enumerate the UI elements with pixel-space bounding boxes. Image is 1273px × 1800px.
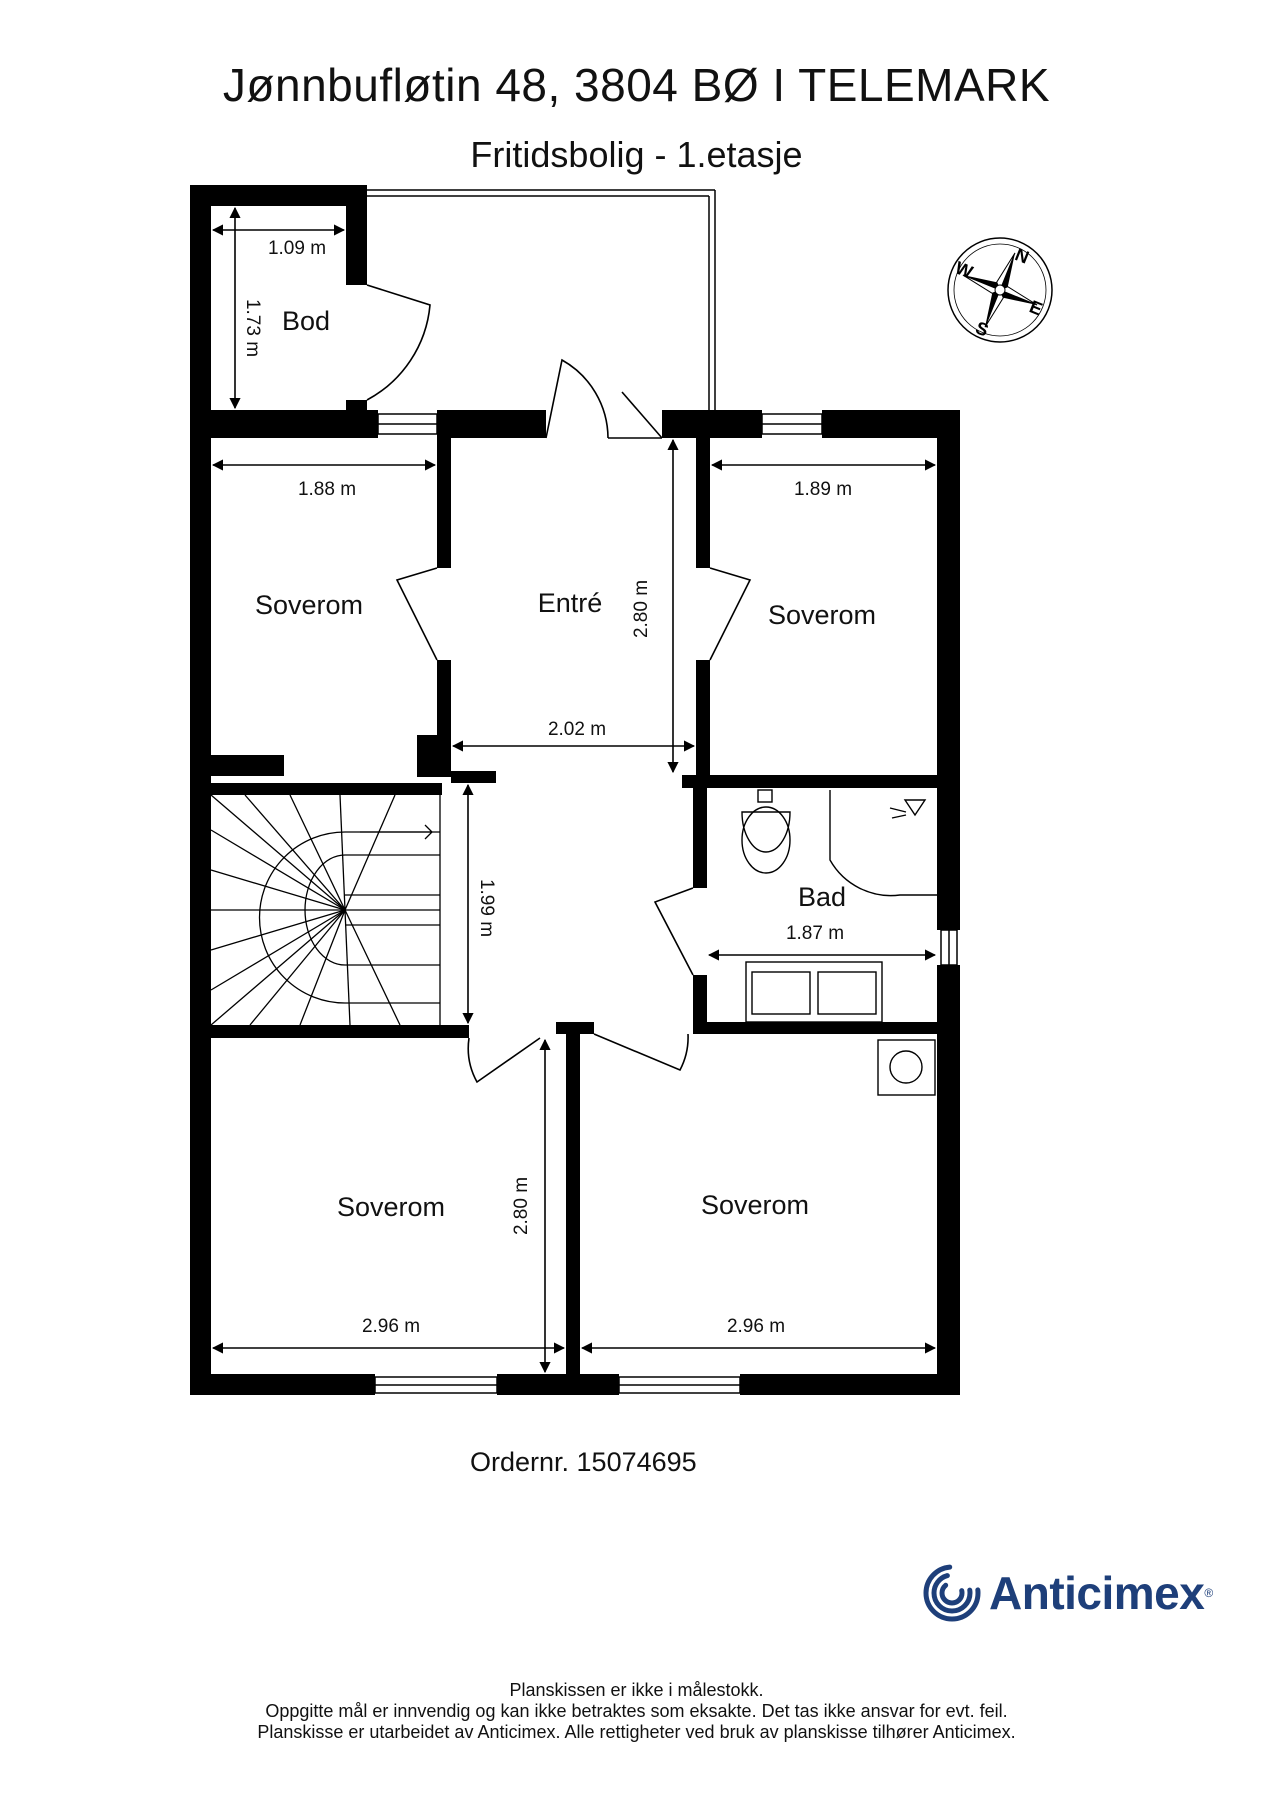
sink-right [817,971,877,1015]
page-title: Jønnbufløtin 48, 3804 BØ I TELEMARK [222,59,1051,111]
south-wall-2 [497,1374,619,1395]
bath-wall-west-lower [693,975,707,1030]
door-sw-bedroom [467,1037,541,1084]
nw-bedroom-wall-east-upper [437,438,451,568]
door-bod [366,284,431,401]
north-wall-1 [190,410,378,438]
ne-bedroom-wall-west-lower [696,660,710,775]
dimension-labels: 1.09 m 1.73 m 1.88 m 1.89 m 2.80 m 2.02 … [242,238,852,1337]
toilet-bowl [741,811,791,853]
dim-soverom-sw-depth: 2.80 m [511,1177,532,1235]
room-label-soverom-ne: Soverom [768,600,876,630]
dim-bod-depth: 1.73 m [242,299,263,357]
footer-disclaimer: Planskissen er ikke i målestokk. Oppgitt… [0,1680,1273,1743]
dimension-lines [211,206,937,1374]
page-subtitle: Fritidsbolig - 1.etasje [470,134,803,175]
room-label-entre: Entré [538,588,603,618]
footer-line-1: Planskissen er ikke i målestokk. [509,1680,764,1700]
door-entrance-left [545,358,609,439]
dim-bod-width: 1.09 m [268,238,326,259]
bod-wall-east-upper [346,185,367,285]
bath-fixtures [741,789,937,1096]
stair [210,794,441,1026]
dim-soverom-ne-width: 1.89 m [794,479,852,500]
dim-soverom-nw-width: 1.88 m [298,479,356,500]
stair-wall-north [211,783,442,795]
south-wall-1 [190,1374,375,1395]
north-wall-2 [437,410,546,438]
dim-soverom-sw-width: 2.96 m [362,1316,420,1337]
door-entrance-right-swing [621,391,663,439]
order-number: Ordernr. 15074695 [470,1447,697,1477]
hall-wall-south-1 [556,1022,594,1034]
bath-wall-south [693,1022,937,1034]
north-wall-3 [662,410,762,438]
nw-bedroom-wall-south-1 [211,755,284,776]
dim-hall-depth: 1.99 m [476,879,497,937]
bod-wall-north [190,185,367,206]
sink-counter [745,961,883,1023]
footer-line-2: Oppgitte mål er innvendig og kan ikke be… [265,1701,1008,1721]
dim-bad-width: 1.87 m [786,923,844,944]
doors [366,284,752,1084]
dim-entre-width: 2.02 m [548,719,606,740]
toilet-tank [757,789,773,803]
shower-head [903,799,927,817]
room-label-soverom-se: Soverom [701,1190,809,1220]
bath-wall-west-upper [693,788,707,888]
terrace [367,189,716,412]
door-ne-bedroom [709,567,752,661]
ne-bedroom-wall-south [682,775,937,788]
room-label-bad: Bad [798,882,846,912]
anticimex-swirl-icon [923,1564,981,1622]
room-label-soverom-sw: Soverom [337,1192,445,1222]
room-label-bod: Bod [282,306,330,336]
outer-wall-west [190,185,211,1395]
compass-rose: N E S W [947,237,1053,343]
shower [829,790,937,897]
nw-bedroom-wall-south-2 [417,735,451,777]
brand-name: Anticimex [989,1567,1205,1619]
toilet-seat [741,806,791,874]
outer-wall-east [937,410,960,930]
footer-line-3: Planskisse er utarbeidet av Anticimex. A… [257,1722,1016,1742]
hall-wall-1 [451,771,496,783]
ne-bedroom-wall-west-upper [696,438,710,568]
anticimex-logo: Anticimex® [923,1563,1213,1623]
south-bedrooms-divider [566,1030,580,1395]
room-labels: Bod Entré Soverom Soverom Bad Soverom So… [255,306,876,1222]
outer-wall-east-lower [937,965,960,1395]
south-wall-3 [740,1374,960,1395]
door-bath [653,887,694,976]
compass-s: S [973,317,992,340]
washing-machine [877,1039,936,1096]
room-label-soverom-nw: Soverom [255,590,363,620]
registered-mark: ® [1204,1586,1214,1600]
dim-entre-depth: 2.80 m [631,580,652,638]
sink-left [751,971,811,1015]
walls [190,185,960,1395]
door-se-bedroom [593,1033,689,1072]
windows [374,413,958,1394]
compass-w: W [952,258,975,283]
stair-wall-south [211,1025,469,1038]
door-nw-bedroom [395,567,438,661]
dim-soverom-se-width: 2.96 m [727,1316,785,1337]
compass-n: N [1012,244,1032,267]
